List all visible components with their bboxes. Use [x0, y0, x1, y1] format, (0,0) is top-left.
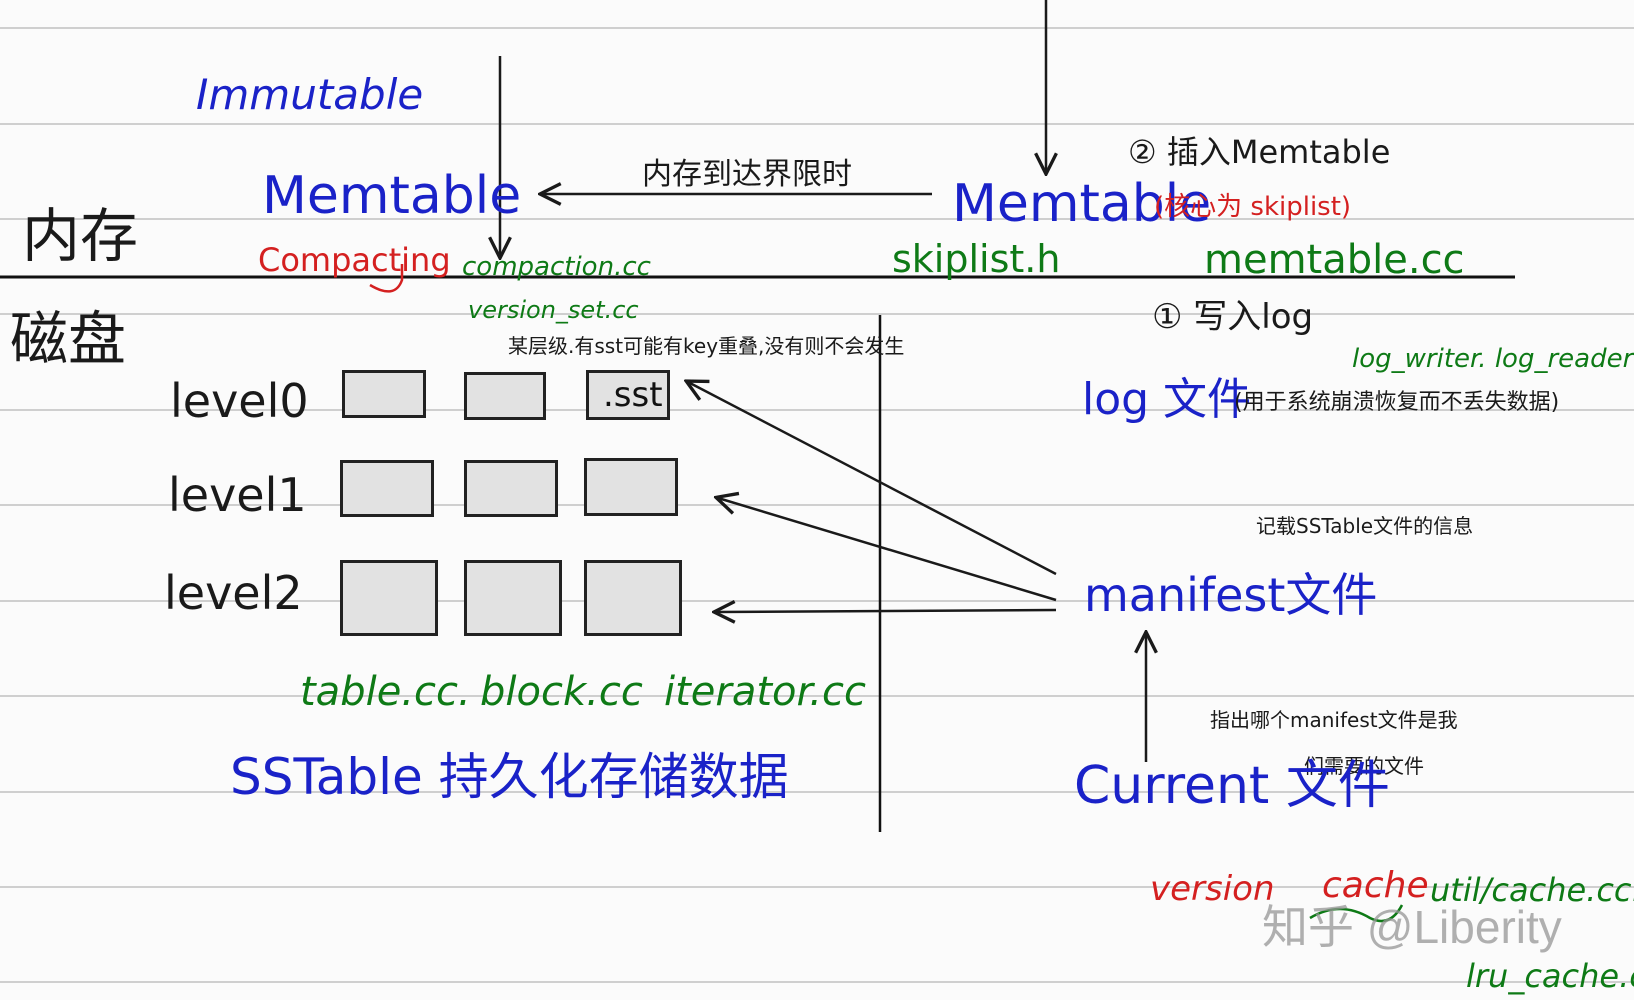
write-log-step-label: ① 写入log — [1152, 297, 1314, 337]
arrow-manifest-level2 — [716, 610, 1057, 612]
log-file-label: log 文件 — [1082, 374, 1252, 425]
sstable-box — [464, 560, 562, 636]
memtable-label: Memtable — [952, 174, 1212, 234]
cache-file-label: util/cache.cc. — [1430, 871, 1634, 909]
overlap-note: 某层级.有sst可能有key重叠,没有则不会发生 — [508, 334, 905, 358]
sst-label: .sst — [603, 375, 663, 415]
watermark: 知乎 @Liberity — [1262, 901, 1562, 953]
immutable-label: Immutable — [196, 70, 424, 119]
level-label: level1 — [168, 468, 307, 522]
level-label: level0 — [170, 374, 309, 428]
lru-cache-file-label: lru_cache.cc — [1466, 957, 1634, 995]
insert-step-label: ② 插入Memtable — [1128, 133, 1391, 171]
memtable-file-label: memtable.cc — [1204, 237, 1465, 283]
ruled-lines — [0, 27, 1634, 983]
threshold-note: 内存到达界限时 — [642, 157, 852, 192]
cache-underline — [1309, 904, 1404, 923]
sstable-box — [464, 460, 558, 517]
immutable-memtable-label: Memtable — [262, 166, 522, 226]
disk-section-label: 磁盘 — [10, 305, 127, 373]
current-note-line2: 们需要的文件 — [1304, 754, 1424, 778]
sstable-box — [584, 560, 682, 636]
manifest-file-label: manifest文件 — [1084, 568, 1378, 622]
sstable-box — [340, 460, 434, 517]
sstable-box — [464, 372, 546, 420]
current-note-line1: 指出哪个manifest文件是我 — [1210, 708, 1458, 732]
arrow-manifest-level1 — [718, 498, 1057, 602]
compacting-underline — [369, 264, 404, 293]
sstable-box — [584, 458, 678, 516]
skiplist-file-label: skiplist.h — [892, 237, 1061, 281]
log-note: (用于系统崩溃恢复而不丢失数据) — [1234, 390, 1560, 415]
level-label: level2 — [164, 566, 303, 620]
log-rw-files-label: log_writer. log_reader — [1352, 344, 1634, 374]
table-file-label: table.cc. — [300, 669, 471, 715]
compacting-label: Compacting — [258, 241, 451, 279]
memory-section-label: 内存 — [22, 202, 139, 270]
compaction-file-label: compaction.cc — [462, 252, 651, 282]
sstable-box — [342, 370, 426, 418]
current-file-label: Current 文件 — [1074, 756, 1390, 816]
manifest-note: 记载SSTable文件的信息 — [1256, 514, 1474, 538]
block-file-label: block.cc — [480, 669, 643, 715]
version-set-file-label: version_set.cc — [468, 296, 639, 324]
sstable-box — [340, 560, 438, 636]
sstable-caption: SSTable 持久化存储数据 — [230, 748, 789, 806]
sstable-box: .sst — [586, 370, 670, 420]
cache-label: cache — [1322, 865, 1429, 906]
arrow-manifest-level0 — [688, 382, 1057, 576]
core-note: (核心为 skiplist) — [1154, 192, 1352, 222]
iterator-file-label: iterator.cc — [664, 669, 866, 715]
version-label: version — [1150, 869, 1275, 909]
